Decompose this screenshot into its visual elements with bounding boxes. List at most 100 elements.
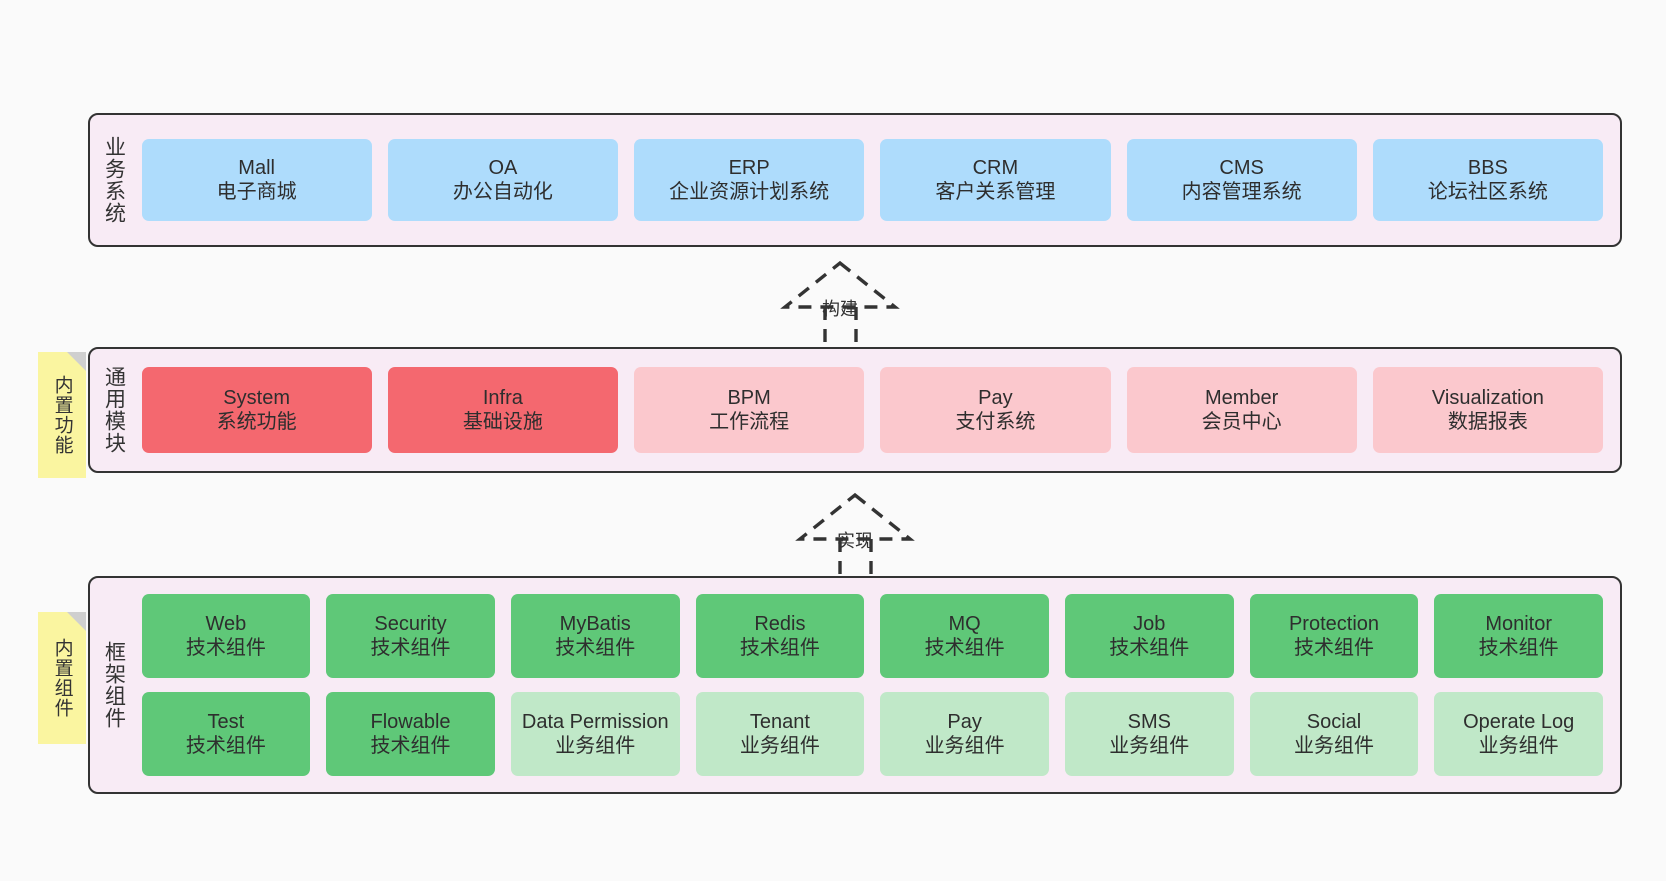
card-crm[interactable]: CRM 客户关系管理: [880, 139, 1111, 221]
card-system[interactable]: System 系统功能: [141, 367, 372, 453]
card-title: Web: [205, 612, 247, 635]
connector-implement: 实现: [770, 487, 940, 583]
card-member[interactable]: Member 会员中心: [1126, 367, 1357, 453]
common-module-card-row: System 系统功能 Infra 基础设施 BPM 工作流程 Pay 支付系统…: [141, 367, 1604, 453]
card-title: Member: [1204, 386, 1279, 409]
card-subtitle: 技术组件: [924, 637, 1005, 659]
card-title: Social: [1306, 710, 1362, 733]
card-subtitle: 客户关系管理: [935, 181, 1056, 203]
card-social[interactable]: Social 业务组件: [1249, 692, 1419, 776]
card-data-permission[interactable]: Data Permission 业务组件: [510, 692, 680, 776]
layer-business-system: 业务系统 Mall 电子商城 OA 办公自动化 ERP 企业资源计划系统 CRM: [88, 113, 1622, 247]
card-subtitle: 工作流程: [709, 411, 790, 433]
card-subtitle: 数据报表: [1447, 411, 1528, 433]
card-subtitle: 技术组件: [370, 735, 451, 757]
card-subtitle: 系统功能: [216, 411, 297, 433]
card-monitor[interactable]: Monitor 技术组件: [1434, 594, 1604, 678]
card-subtitle: 技术组件: [1478, 637, 1559, 659]
card-cms[interactable]: CMS 内容管理系统: [1126, 139, 1357, 221]
card-title: CRM: [972, 156, 1019, 179]
card-title: Redis: [754, 612, 806, 635]
page-fold-corner-icon: [67, 612, 86, 631]
business-system-card-row: Mall 电子商城 OA 办公自动化 ERP 企业资源计划系统 CRM 客户关系…: [141, 139, 1604, 221]
card-erp[interactable]: ERP 企业资源计划系统: [634, 139, 865, 221]
card-subtitle: 企业资源计划系统: [669, 181, 830, 203]
card-job[interactable]: Job 技术组件: [1064, 594, 1234, 678]
card-title: Mall: [238, 156, 275, 179]
card-mq[interactable]: MQ 技术组件: [880, 594, 1049, 678]
card-redis[interactable]: Redis 技术组件: [695, 594, 865, 678]
card-subtitle: 业务组件: [555, 735, 636, 757]
card-infra[interactable]: Infra 基础设施: [387, 367, 619, 453]
card-title: ERP: [728, 156, 770, 179]
framework-tech-row: Web 技术组件 Security 技术组件 MyBatis 技术组件 Redi…: [141, 594, 1604, 678]
connector-implement-label: 实现: [837, 531, 873, 551]
card-bbs[interactable]: BBS 论坛社区系统: [1372, 139, 1604, 221]
layer-framework-component: 框架组件 Web 技术组件 Security 技术组件 MyBatis 技术组件…: [88, 576, 1622, 794]
card-subtitle: 技术组件: [1109, 637, 1190, 659]
layer-title-framework-component: 框架组件: [102, 641, 126, 729]
card-subtitle: 技术组件: [739, 637, 820, 659]
card-subtitle: 技术组件: [555, 637, 636, 659]
card-title: Flowable: [370, 710, 451, 733]
card-subtitle: 业务组件: [1109, 735, 1190, 757]
card-title: Visualization: [1431, 386, 1544, 409]
card-subtitle: 技术组件: [370, 637, 451, 659]
card-subtitle: 论坛社区系统: [1427, 181, 1548, 203]
sticky-note-builtin-component: 内置组件: [38, 612, 86, 744]
card-bpm[interactable]: BPM 工作流程: [634, 367, 865, 453]
card-tenant[interactable]: Tenant 业务组件: [695, 692, 865, 776]
card-title: System: [223, 386, 290, 409]
card-title: SMS: [1127, 710, 1171, 733]
layer-body-business-system: Mall 电子商城 OA 办公自动化 ERP 企业资源计划系统 CRM 客户关系…: [136, 115, 1620, 245]
card-subtitle: 技术组件: [185, 637, 266, 659]
card-test[interactable]: Test 技术组件: [141, 692, 311, 776]
card-oa[interactable]: OA 办公自动化: [387, 139, 619, 221]
card-operate-log[interactable]: Operate Log 业务组件: [1434, 692, 1604, 776]
sticky-note-builtin-function: 内置功能: [38, 352, 86, 478]
card-flowable[interactable]: Flowable 技术组件: [326, 692, 495, 776]
card-title: Tenant: [749, 710, 810, 733]
layer-title-common-module: 通用模块: [102, 366, 126, 454]
card-sms[interactable]: SMS 业务组件: [1064, 692, 1234, 776]
card-subtitle: 技术组件: [185, 735, 266, 757]
card-subtitle: 业务组件: [739, 735, 820, 757]
connector-build: 构建: [755, 255, 925, 351]
card-title: Security: [374, 612, 447, 635]
card-title: CMS: [1219, 156, 1264, 179]
card-pay-component[interactable]: Pay 业务组件: [880, 692, 1049, 776]
card-subtitle: 技术组件: [1293, 637, 1374, 659]
card-title: Protection: [1288, 612, 1380, 635]
card-subtitle: 基础设施: [462, 411, 543, 433]
card-title: BPM: [727, 386, 771, 409]
framework-business-row: Test 技术组件 Flowable 技术组件 Data Permission …: [141, 692, 1604, 776]
card-subtitle: 业务组件: [1478, 735, 1559, 757]
card-subtitle: 业务组件: [924, 735, 1005, 757]
page-fold-corner-icon: [67, 352, 86, 371]
card-security[interactable]: Security 技术组件: [326, 594, 495, 678]
card-visualization[interactable]: Visualization 数据报表: [1372, 367, 1604, 453]
card-subtitle: 业务组件: [1293, 735, 1374, 757]
card-title: Operate Log: [1463, 710, 1575, 733]
card-subtitle: 支付系统: [955, 411, 1036, 433]
card-web[interactable]: Web 技术组件: [141, 594, 311, 678]
card-pay-module[interactable]: Pay 支付系统: [880, 367, 1111, 453]
card-title: Monitor: [1485, 612, 1553, 635]
card-title: Pay: [978, 386, 1013, 409]
card-title: Data Permission: [521, 710, 669, 733]
card-title: Pay: [947, 710, 982, 733]
card-mall[interactable]: Mall 电子商城: [141, 139, 372, 221]
card-title: MQ: [948, 612, 981, 635]
card-mybatis[interactable]: MyBatis 技术组件: [510, 594, 680, 678]
card-title: BBS: [1467, 156, 1508, 179]
layer-body-framework-component: Web 技术组件 Security 技术组件 MyBatis 技术组件 Redi…: [136, 578, 1620, 792]
card-subtitle: 内容管理系统: [1181, 181, 1302, 203]
layer-body-common-module: System 系统功能 Infra 基础设施 BPM 工作流程 Pay 支付系统…: [136, 349, 1620, 471]
layer-common-module: 通用模块 System 系统功能 Infra 基础设施 BPM 工作流程 Pay: [88, 347, 1622, 473]
card-title: Infra: [482, 386, 523, 409]
sticky-note-label: 内置组件: [51, 638, 73, 718]
card-subtitle: 办公自动化: [452, 181, 553, 203]
sticky-note-label: 内置功能: [51, 375, 73, 455]
card-protection[interactable]: Protection 技术组件: [1249, 594, 1419, 678]
